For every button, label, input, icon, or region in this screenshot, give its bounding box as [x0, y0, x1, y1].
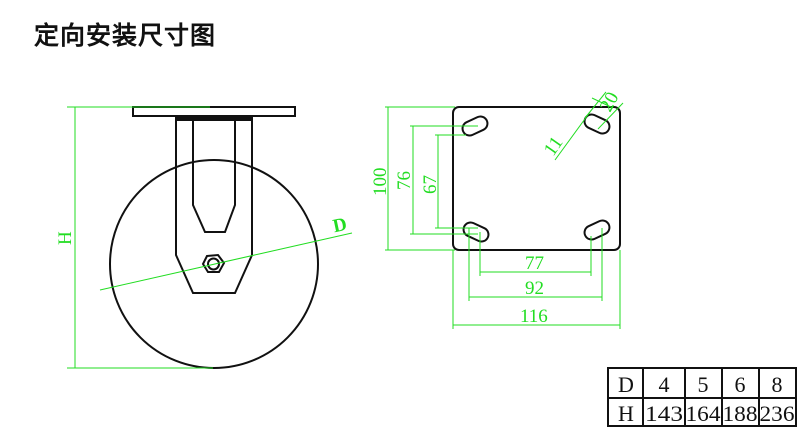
fork-slot [192, 121, 236, 233]
mounting-plate-view: 100 76 67 77 92 116 20 11 [370, 89, 624, 329]
height-label: H [55, 231, 76, 245]
fork-band [176, 116, 252, 121]
dimension-label: 100 [370, 168, 391, 197]
drawing-line [591, 97, 614, 109]
fork [175, 115, 253, 294]
plate [452, 106, 621, 251]
top-plate [132, 106, 296, 117]
page-title: 定向安装尺寸图 [34, 21, 217, 50]
size-table: D 4 5 6 8 H 143 164 188 236 [607, 367, 797, 427]
dimension-label: 67 [420, 175, 441, 194]
dimension-label: 76 [394, 171, 415, 190]
table-cell: 236 [760, 401, 795, 426]
drawing-line [583, 219, 611, 241]
table-cell: 188 [723, 401, 758, 426]
table-cell: 6 [735, 372, 746, 397]
drawing-line [99, 232, 353, 291]
dimension-label: 77 [525, 253, 544, 274]
table-header-d: D [618, 372, 634, 397]
caster-side-view: D H [55, 106, 353, 369]
table-cell: 4 [659, 372, 670, 397]
table-cell: 8 [772, 372, 783, 397]
axle-nut [201, 253, 226, 273]
dimension-label: 11 [540, 133, 568, 160]
drawing-line [207, 257, 220, 271]
dimension-label: 116 [520, 306, 548, 327]
dimension-label: 92 [525, 278, 544, 299]
diameter-label: D [331, 214, 349, 237]
drawing-line [461, 115, 489, 137]
table-cell: 164 [686, 401, 721, 426]
wheel [109, 159, 319, 369]
drawing-line [554, 111, 591, 161]
table-cell: 143 [645, 401, 683, 426]
table-cell: 5 [698, 372, 709, 397]
table-header-h: H [618, 401, 634, 426]
drawing-line [462, 221, 490, 243]
drawing-line [597, 102, 624, 130]
